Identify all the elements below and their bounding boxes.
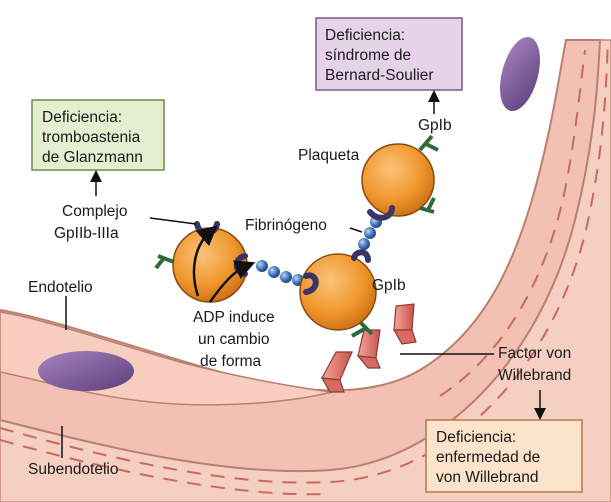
basement-membrane-line bbox=[0, 39, 609, 484]
nucleus-right bbox=[500, 37, 540, 111]
box-willebrand-line1: Deficiencia: bbox=[436, 429, 516, 446]
label-endotelio: Endotelio bbox=[28, 279, 93, 296]
label-fibrinogeno: Fibrinógeno bbox=[245, 217, 327, 234]
box-bernard-line1: Deficiencia: bbox=[325, 27, 405, 44]
box-bernard-line3: Bernard-Soulier bbox=[325, 67, 434, 84]
box-glanzmann: Deficiencia: tromboastenia de Glanzmann bbox=[31, 99, 165, 171]
vwf-pillar-2 bbox=[356, 329, 381, 369]
box-glanzmann-line2: tromboastenia bbox=[42, 129, 141, 146]
platelet-middle bbox=[299, 249, 377, 338]
basement-membrane-line-2 bbox=[0, 439, 331, 496]
vwf-pillar-3 bbox=[392, 303, 417, 345]
inner-dash-line bbox=[439, 49, 586, 397]
vwf-pillar-1 bbox=[320, 351, 353, 393]
label-subendotelio: Subendotelio bbox=[28, 461, 119, 478]
nucleus-left bbox=[38, 351, 134, 391]
label-complejo-line1: Complejo bbox=[62, 203, 127, 220]
box-glanzmann-line1: Deficiencia: bbox=[42, 109, 122, 126]
label-gpib-mid: GpIb bbox=[372, 277, 406, 294]
platelet-left bbox=[154, 221, 256, 303]
vwf-factors bbox=[320, 303, 417, 393]
box-glanzmann-line3: de Glanzmann bbox=[42, 149, 143, 166]
label-adp-line1: ADP induce bbox=[193, 309, 275, 326]
label-gpib-top: GpIb bbox=[418, 117, 452, 134]
endothelial-cell-left bbox=[0, 311, 333, 406]
platelet-top bbox=[361, 134, 439, 221]
label-complejo-line2: GpIIb-IIIa bbox=[54, 225, 119, 242]
fibrinogen-chain-diagonal bbox=[358, 216, 382, 250]
label-factor-line2: Willebrand bbox=[498, 367, 571, 384]
label-plaqueta: Plaqueta bbox=[298, 147, 360, 164]
leader-lines bbox=[61, 90, 546, 458]
box-willebrand: Deficiencia: enfermedad de von Willebran… bbox=[425, 419, 583, 493]
label-adp-line3: de forma bbox=[200, 353, 262, 370]
box-bernard-line2: síndrome de bbox=[325, 47, 411, 64]
box-willebrand-line2: enfermedad de bbox=[436, 449, 540, 466]
box-bernard-soulier: Deficiencia: síndrome de Bernard-Soulier bbox=[315, 17, 463, 91]
box-willebrand-line3: von Willebrand bbox=[436, 469, 539, 486]
label-adp-line2: un cambio bbox=[198, 331, 270, 348]
fibrinogen-chain-horizontal bbox=[256, 260, 304, 286]
label-factor-line1: Factor von bbox=[498, 345, 571, 362]
